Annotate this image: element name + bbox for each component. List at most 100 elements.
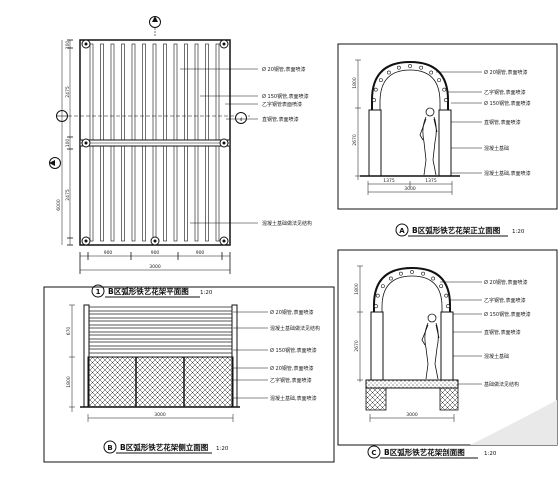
side-rail bbox=[87, 320, 234, 326]
pc-dim-left-1: 2670 bbox=[354, 340, 360, 352]
side-rail bbox=[87, 348, 234, 354]
arch-ornament bbox=[431, 276, 436, 281]
pa-dim-bottom-1: 1375 bbox=[425, 178, 437, 184]
panel-c-frame bbox=[337, 249, 558, 446]
plan-note-4: 混凝土基础做法见结构 bbox=[262, 220, 312, 227]
pb-note-5: 混凝土基础,表面喷漆 bbox=[270, 395, 317, 402]
side-rail bbox=[87, 327, 234, 333]
pc-marker: C bbox=[371, 449, 376, 457]
plan-dim-bottom-total: 3000 bbox=[149, 264, 161, 270]
pc-title: B区弧形铁艺花架剖面图 bbox=[384, 447, 465, 457]
pa-note-2: Ø 150钢管,表面喷漆 bbox=[484, 100, 531, 107]
plan-dim-left-0: 100 bbox=[65, 41, 71, 50]
arch-ornament bbox=[408, 64, 412, 68]
plan-title: B区弧形铁艺花架平面图 bbox=[108, 286, 189, 296]
pc-note-5: 基础做法见结构 bbox=[484, 381, 519, 388]
plan-scale: 1:20 bbox=[200, 290, 213, 296]
panel-a-leaders bbox=[436, 71, 482, 174]
pa-dim-bottom-total: 3000 bbox=[404, 186, 416, 192]
pb-note-3: Ø 20钢管,表面喷漆 bbox=[270, 365, 313, 372]
plan-dims-bottom: 900 900 900 3000 bbox=[79, 250, 231, 274]
pb-marker: B bbox=[107, 444, 112, 452]
plan-dims-left: 100 2475 100 2475 6000 bbox=[56, 39, 73, 246]
arch-c-decor bbox=[374, 270, 450, 372]
plan-notes bbox=[180, 68, 258, 224]
plan-dim-left-1: 2475 bbox=[65, 86, 71, 98]
arch-ornament bbox=[421, 271, 426, 276]
panel-section: 1800 2670 3000 Ø 20钢管,表面喷漆 乙字钢管,表面喷漆 Ø 1… bbox=[337, 249, 558, 459]
plan-dim-bottom-2: 900 bbox=[151, 250, 160, 256]
pb-title: B区弧形铁艺花架侧立面图 bbox=[120, 442, 209, 452]
arch-ornament bbox=[378, 78, 383, 82]
pa-note-3: 直钢管,表面喷漆 bbox=[484, 119, 521, 126]
page-curl bbox=[470, 400, 557, 445]
arch-ornament bbox=[375, 293, 380, 298]
arch-ornament bbox=[410, 270, 414, 274]
plan-note-3: 直钢管,表面喷漆 bbox=[262, 116, 299, 123]
pa-dim-left-1: 2670 bbox=[352, 134, 358, 146]
panel-side-elevation: 670 1800 3000 Ø 20钢管,表面喷漆 混凝土基础做法见结构 Ø 1… bbox=[43, 286, 335, 463]
plan-dim-left-3: 2475 bbox=[65, 189, 71, 201]
panel-a-dims bbox=[355, 59, 453, 195]
arch-ornament bbox=[380, 284, 385, 288]
human-figure-c bbox=[421, 313, 440, 380]
section-mark-top bbox=[149, 16, 161, 36]
arch-ornament bbox=[374, 304, 378, 309]
panel-a-frame bbox=[337, 43, 558, 210]
pb-note-1: 混凝土基础做法见结构 bbox=[270, 325, 320, 332]
panel-front-elevation: 1800 2670 1375 1375 3000 Ø 20钢管,表面喷漆 乙字钢… bbox=[337, 43, 558, 237]
plan-note-0: Ø 20钢管,表面喷漆 bbox=[262, 66, 305, 73]
side-rails bbox=[83, 304, 238, 408]
pb-note-0: Ø 20钢管,表面喷漆 bbox=[270, 309, 313, 316]
arch-ornament bbox=[388, 276, 393, 281]
side-rail bbox=[87, 313, 234, 319]
pb-note-2: Ø 150钢管,表面喷漆 bbox=[270, 347, 317, 354]
pa-title: B区弧形铁艺花架正立面图 bbox=[412, 225, 501, 235]
pa-note-1: 乙字钢管,表面喷漆 bbox=[484, 89, 526, 96]
arch-a-decor bbox=[372, 64, 448, 168]
arch-ornament bbox=[442, 87, 447, 92]
pc-dim-bottom-0: 3000 bbox=[406, 412, 418, 418]
pa-note-5: 混凝土基础,表面喷漆 bbox=[484, 170, 531, 177]
pb-scale: 1:20 bbox=[216, 446, 229, 452]
plan-dim-bottom-1: 900 bbox=[104, 250, 113, 256]
human-figure-a bbox=[419, 107, 438, 176]
pc-scale: 1:20 bbox=[484, 451, 497, 457]
arch-ornament bbox=[372, 98, 376, 103]
arch-ornament bbox=[396, 65, 401, 70]
section-mark-left-2 bbox=[49, 157, 61, 169]
pa-dim-bottom-0: 1375 bbox=[383, 178, 395, 184]
arch-ornament bbox=[446, 304, 450, 309]
pb-dim-bottom-0: 3000 bbox=[154, 412, 166, 418]
arch-ornament bbox=[444, 293, 449, 298]
plan-dim-left-total: 6000 bbox=[56, 199, 62, 211]
arch-ornament bbox=[419, 65, 424, 70]
pc-dim-left-0: 1800 bbox=[354, 283, 360, 295]
side-lattice bbox=[87, 356, 234, 408]
pb-note-4: 乙字钢管,表面喷漆 bbox=[270, 377, 312, 384]
panel-c-dims bbox=[357, 265, 455, 422]
pc-note-4: 混凝土基础 bbox=[484, 353, 509, 360]
arch-ornament bbox=[398, 271, 403, 276]
pa-dim-left-0: 1800 bbox=[352, 77, 358, 89]
pc-note-0: Ø 20钢管,表面喷漆 bbox=[484, 279, 527, 286]
arch-ornament bbox=[444, 98, 448, 103]
pb-dim-left-1: 1800 bbox=[66, 376, 72, 388]
panel-c-leaders bbox=[440, 281, 482, 385]
plan-posts bbox=[81, 39, 229, 246]
section-mark-label: 4 bbox=[240, 117, 243, 123]
panel-a-title-block: A B区弧形铁艺花架正立面图 1:20 bbox=[395, 223, 525, 237]
post-left bbox=[368, 109, 382, 177]
plan-dim-bottom-3: 900 bbox=[196, 250, 205, 256]
plan-note-2: 乙字钢管表面喷漆 bbox=[262, 101, 302, 108]
arch-ornament bbox=[429, 70, 434, 75]
plan-dim-left-2: 100 bbox=[65, 139, 71, 148]
section-base bbox=[365, 379, 459, 389]
side-rail bbox=[87, 334, 234, 340]
post-right bbox=[438, 109, 452, 177]
panel-b-dims bbox=[69, 304, 234, 422]
arch-ornament bbox=[439, 284, 444, 288]
arch-ornament bbox=[373, 87, 378, 92]
pa-note-0: Ø 20钢管,表面喷漆 bbox=[484, 69, 527, 76]
